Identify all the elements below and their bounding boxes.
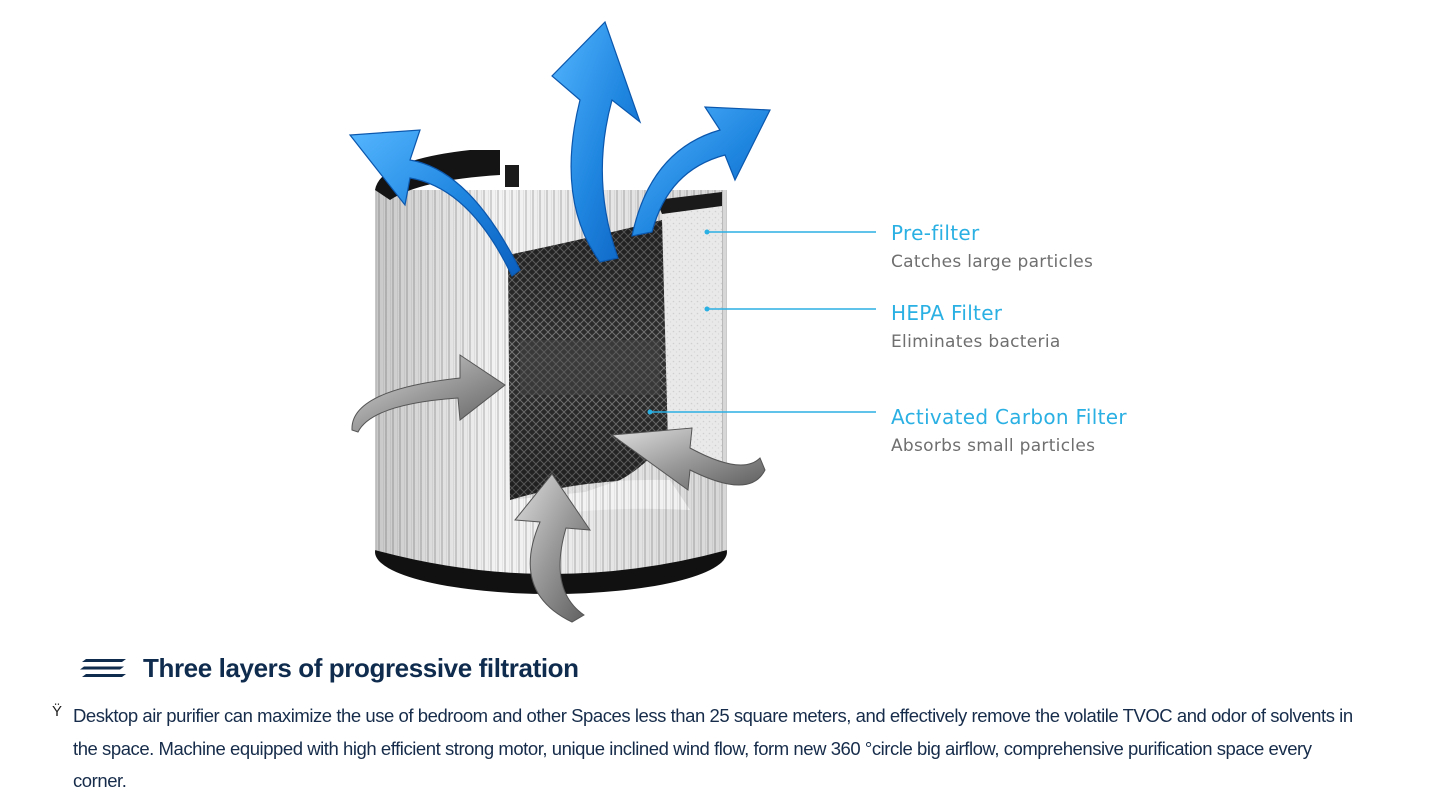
outflow-arrow-icon bbox=[348, 129, 521, 277]
callout-pre-filter: Pre-filter Catches large particles bbox=[891, 221, 1093, 273]
callout-carbon-filter: Activated Carbon Filter Absorbs small pa… bbox=[891, 405, 1127, 457]
section-heading: Three layers of progressive filtration bbox=[80, 650, 579, 686]
section-title: Three layers of progressive filtration bbox=[143, 652, 579, 683]
callout-description: Absorbs small particles bbox=[891, 436, 1096, 456]
callout-title: Activated Carbon Filter bbox=[891, 405, 1127, 429]
inflow-arrow-icon bbox=[514, 473, 592, 623]
callout-title: HEPA Filter bbox=[891, 301, 1003, 325]
callout-description: Eliminates bacteria bbox=[891, 332, 1061, 352]
inflow-arrow-icon bbox=[610, 427, 766, 491]
stripes-icon bbox=[80, 659, 126, 677]
callout-hepa-filter: HEPA Filter Eliminates bacteria bbox=[891, 301, 1061, 353]
description-paragraph: Ÿ Desktop air purifier can maximize the … bbox=[52, 700, 1372, 798]
callout-description: Catches large particles bbox=[891, 252, 1094, 272]
description-text: Desktop air purifier can maximize the us… bbox=[73, 705, 1353, 791]
inflow-arrow-icon bbox=[351, 354, 506, 433]
bullet-marker: Ÿ bbox=[52, 703, 63, 720]
outflow-arrow-icon bbox=[551, 20, 642, 263]
callout-title: Pre-filter bbox=[891, 221, 980, 245]
outflow-arrow-icon bbox=[631, 106, 771, 237]
filter-cylinder-illustration bbox=[348, 20, 876, 623]
